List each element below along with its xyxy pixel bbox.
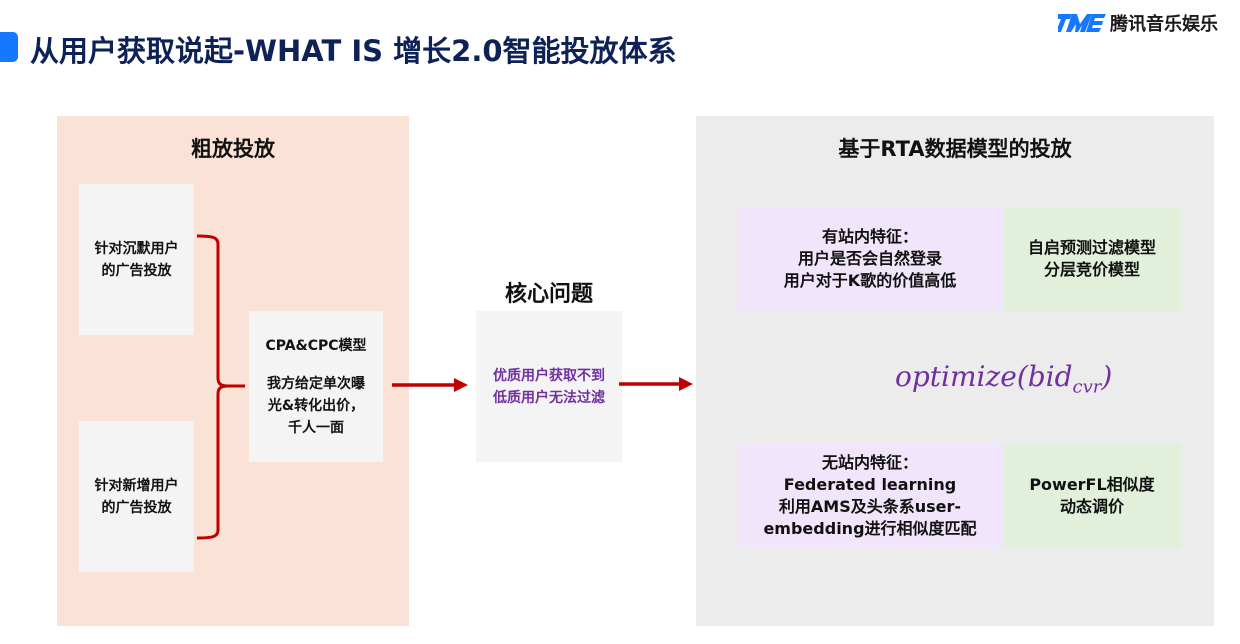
feature-line: 用户是否会自然登录 bbox=[797, 249, 942, 268]
target-box-silent-users: 针对沉默用户 的广告投放 bbox=[79, 184, 194, 335]
model-line: 动态调价 bbox=[1059, 497, 1124, 516]
model-heading: CPA&CPC模型 bbox=[265, 337, 367, 354]
model-line: 分层竞价模型 bbox=[1043, 260, 1140, 279]
target-line: 的广告投放 bbox=[101, 262, 172, 279]
no-in-site-features-cell: 无站内特征： Federated learning 利用AMS及头条系user-… bbox=[737, 444, 1003, 548]
target-box-new-users: 针对新增用户 的广告投放 bbox=[79, 421, 194, 572]
feature-line: 用户对于K歌的价值高低 bbox=[783, 271, 957, 290]
target-line: 针对沉默用户 bbox=[94, 240, 179, 257]
target-line: 针对新增用户 bbox=[94, 477, 179, 494]
brand-logo: 腾讯音乐娱乐 bbox=[1058, 10, 1218, 36]
tme-logo-icon bbox=[1058, 14, 1106, 32]
model-line: 千人一面 bbox=[287, 419, 344, 436]
core-problem-line: 优质用户获取不到 bbox=[493, 367, 605, 384]
target-line: 的广告投放 bbox=[101, 499, 172, 516]
feature-line: 利用AMS及头条系user- bbox=[778, 497, 962, 516]
model-line: 光&转化出价， bbox=[267, 397, 365, 414]
powerfl-model-cell: PowerFL相似度 动态调价 bbox=[1003, 444, 1181, 548]
feature-line: embedding进行相似度匹配 bbox=[763, 519, 977, 538]
arrow-right-icon bbox=[619, 377, 693, 391]
core-problem-title: 核心问题 bbox=[504, 282, 593, 307]
feature-line: 有站内特征： bbox=[821, 227, 918, 246]
page-title: 从用户获取说起-WHAT IS 增长2.0智能投放体系 bbox=[30, 34, 677, 68]
core-problem-box: 优质用户获取不到 低质用户无法过滤 bbox=[476, 311, 622, 462]
in-site-features-cell: 有站内特征： 用户是否会自然登录 用户对于K歌的价值高低 bbox=[737, 207, 1003, 311]
core-problem-line: 低质用户无法过滤 bbox=[493, 389, 605, 406]
feature-line: Federated learning bbox=[783, 475, 957, 494]
logo-text: 腾讯音乐娱乐 bbox=[1110, 14, 1218, 35]
cpa-cpc-model-box: CPA&CPC模型 我方给定单次曝 光&转化出价， 千人一面 bbox=[249, 311, 383, 462]
left-panel-title: 粗放投放 bbox=[191, 137, 275, 161]
right-panel-title: 基于RTA数据模型的投放 bbox=[838, 137, 1072, 161]
feature-line: 无站内特征： bbox=[821, 453, 918, 472]
model-line: 自启预测过滤模型 bbox=[1027, 238, 1156, 257]
model-line: PowerFL相似度 bbox=[1029, 475, 1155, 494]
filter-model-cell: 自启预测过滤模型 分层竞价模型 bbox=[1003, 207, 1181, 311]
right-curly-brace-icon bbox=[196, 234, 245, 540]
formula-close: ) bbox=[1101, 360, 1113, 393]
formula-subscript: cvr bbox=[1072, 376, 1102, 398]
optimize-formula: optimize(bidcvr) bbox=[895, 360, 1112, 398]
formula-main: optimize(bid bbox=[895, 360, 1073, 393]
arrow-right-icon bbox=[392, 378, 468, 392]
model-line: 我方给定单次曝 bbox=[266, 375, 365, 392]
title-accent-bar bbox=[0, 32, 18, 62]
